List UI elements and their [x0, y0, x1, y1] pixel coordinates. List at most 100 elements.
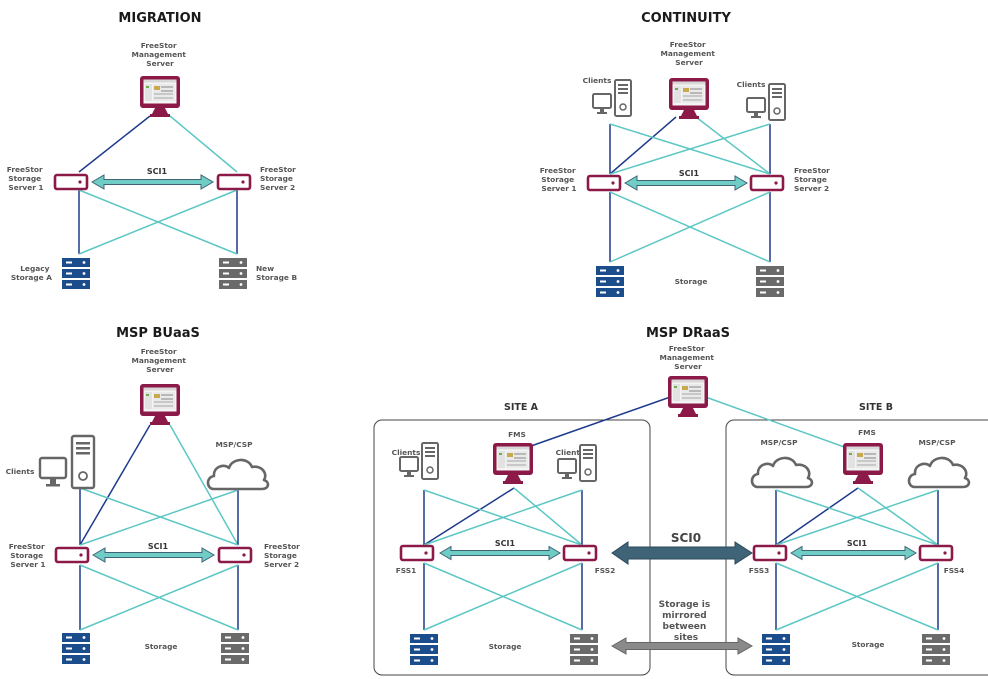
draas-title: MSP DRaaS — [646, 326, 730, 341]
storage-blue-icon — [596, 266, 624, 297]
link — [695, 116, 771, 175]
clients-label: Clients — [6, 467, 35, 476]
sci1-arrow — [91, 174, 214, 190]
storage-label: Storage — [489, 642, 522, 651]
management-server-icon — [140, 76, 180, 117]
clients-label: Clients — [583, 76, 612, 85]
clients-label: Clients — [392, 448, 421, 457]
storage-blue-icon — [762, 634, 790, 665]
link — [79, 489, 239, 546]
storage-server-2-icon — [749, 174, 785, 192]
fms-label: FreeStor Management Server — [132, 41, 189, 68]
storage-gray-icon — [756, 266, 784, 297]
site-a-title: SITE A — [504, 402, 539, 413]
link-fms-site-a — [513, 394, 677, 453]
fss1-label: FreeStor Storage Server 1 — [9, 542, 47, 569]
storage-blue-icon — [410, 634, 438, 665]
sci1-label: SCI1 — [847, 539, 868, 548]
buaas-links — [79, 424, 239, 631]
sci1-arrow — [92, 547, 215, 563]
sci0-arrow — [611, 541, 753, 565]
management-server-icon — [140, 384, 180, 425]
management-server-icon — [668, 376, 708, 417]
cloud-icon — [206, 458, 270, 491]
mirror-label: Storage is mirrored between sites — [659, 600, 714, 643]
link — [775, 562, 939, 631]
link — [775, 489, 939, 546]
fss3-icon — [752, 544, 788, 562]
continuity-links — [609, 116, 771, 263]
sci1-label: SCI1 — [495, 539, 516, 548]
migration-panel: MIGRATION FreeStor Management Server Fre… — [7, 11, 298, 289]
clients-label: Clients — [737, 80, 766, 89]
fss2-icon — [562, 544, 598, 562]
sci0-label: SCI0 — [671, 531, 701, 545]
storage-server-1-icon — [54, 546, 90, 564]
site-b-fms-icon — [843, 443, 883, 484]
link — [609, 191, 771, 263]
link-fms-site-b — [699, 394, 859, 453]
link — [79, 487, 239, 546]
fms-label: FreeStor Management Server — [661, 40, 718, 67]
sci1-label: SCI1 — [148, 542, 169, 551]
clients-icon — [592, 79, 632, 117]
fss3-label: FSS3 — [749, 566, 770, 575]
link — [775, 487, 859, 546]
link — [423, 489, 583, 546]
fss1-label: FreeStor Storage Server 1 — [7, 165, 45, 192]
site-b-links — [775, 487, 939, 631]
fss1-label: FreeStor Storage Server 1 — [540, 166, 578, 193]
site-a-links — [423, 487, 583, 631]
storage-blue-icon — [62, 633, 90, 664]
fss4-label: FSS4 — [944, 566, 965, 575]
clients-icon — [746, 83, 786, 121]
storage-gray-icon — [221, 633, 249, 664]
cloud-label: MSP/CSP — [760, 438, 798, 447]
fms-label: FreeStor Management Server — [132, 347, 189, 374]
storage-server-1-icon — [586, 174, 622, 192]
link — [609, 123, 771, 175]
fss2-label: FSS2 — [595, 566, 616, 575]
continuity-title: CONTINUITY — [641, 11, 731, 26]
link — [609, 116, 677, 175]
buaas-panel: MSP BUaaS FreeStor Management Server Cli… — [6, 326, 302, 664]
fms-small-label: FMS — [508, 430, 526, 439]
cloud-icon — [907, 456, 971, 489]
clients-label: Clients — [556, 448, 585, 457]
storage-server-2-icon — [217, 546, 253, 564]
link — [423, 487, 515, 546]
link — [423, 562, 583, 631]
fms-small-label: FMS — [858, 428, 876, 437]
site-b-title: SITE B — [859, 402, 893, 413]
legacy-storage-icon — [62, 258, 90, 289]
fss2-label: FreeStor Storage Server 2 — [260, 165, 298, 192]
mirror-arrow — [610, 637, 754, 655]
storage-server-2-icon — [216, 173, 252, 191]
site-a-fms-icon — [493, 443, 533, 484]
fss4-icon — [918, 544, 954, 562]
cloud-icon — [750, 456, 814, 489]
site-b-sci1-arrow — [790, 545, 917, 561]
storage-gray-icon — [570, 634, 598, 665]
continuity-panel: CONTINUITY FreeStor Management Server Cl… — [540, 11, 832, 297]
draas-panel: MSP DRaaS SITE A SITE B — [373, 326, 988, 676]
storage-label: Storage — [675, 277, 708, 286]
link-fms-fss1 — [78, 115, 151, 173]
fss2-label: FreeStor Storage Server 2 — [794, 166, 832, 193]
link-fms-fss2 — [169, 115, 238, 173]
fss2-label: FreeStor Storage Server 2 — [264, 542, 302, 569]
site-a-sci1-arrow — [439, 545, 561, 561]
cloud-label: MSP/CSP — [918, 438, 956, 447]
management-server-icon — [669, 78, 709, 119]
sci1-label: SCI1 — [147, 167, 168, 176]
sci1-arrow — [624, 175, 748, 191]
cloud-label: MSP/CSP — [215, 440, 253, 449]
link — [169, 424, 239, 546]
buaas-title: MSP BUaaS — [116, 326, 200, 341]
migration-links — [78, 115, 238, 255]
legacy-storage-label: Legacy Storage A — [11, 264, 52, 282]
new-storage-label: New Storage B — [256, 264, 297, 282]
link — [79, 564, 239, 631]
link — [857, 487, 939, 546]
